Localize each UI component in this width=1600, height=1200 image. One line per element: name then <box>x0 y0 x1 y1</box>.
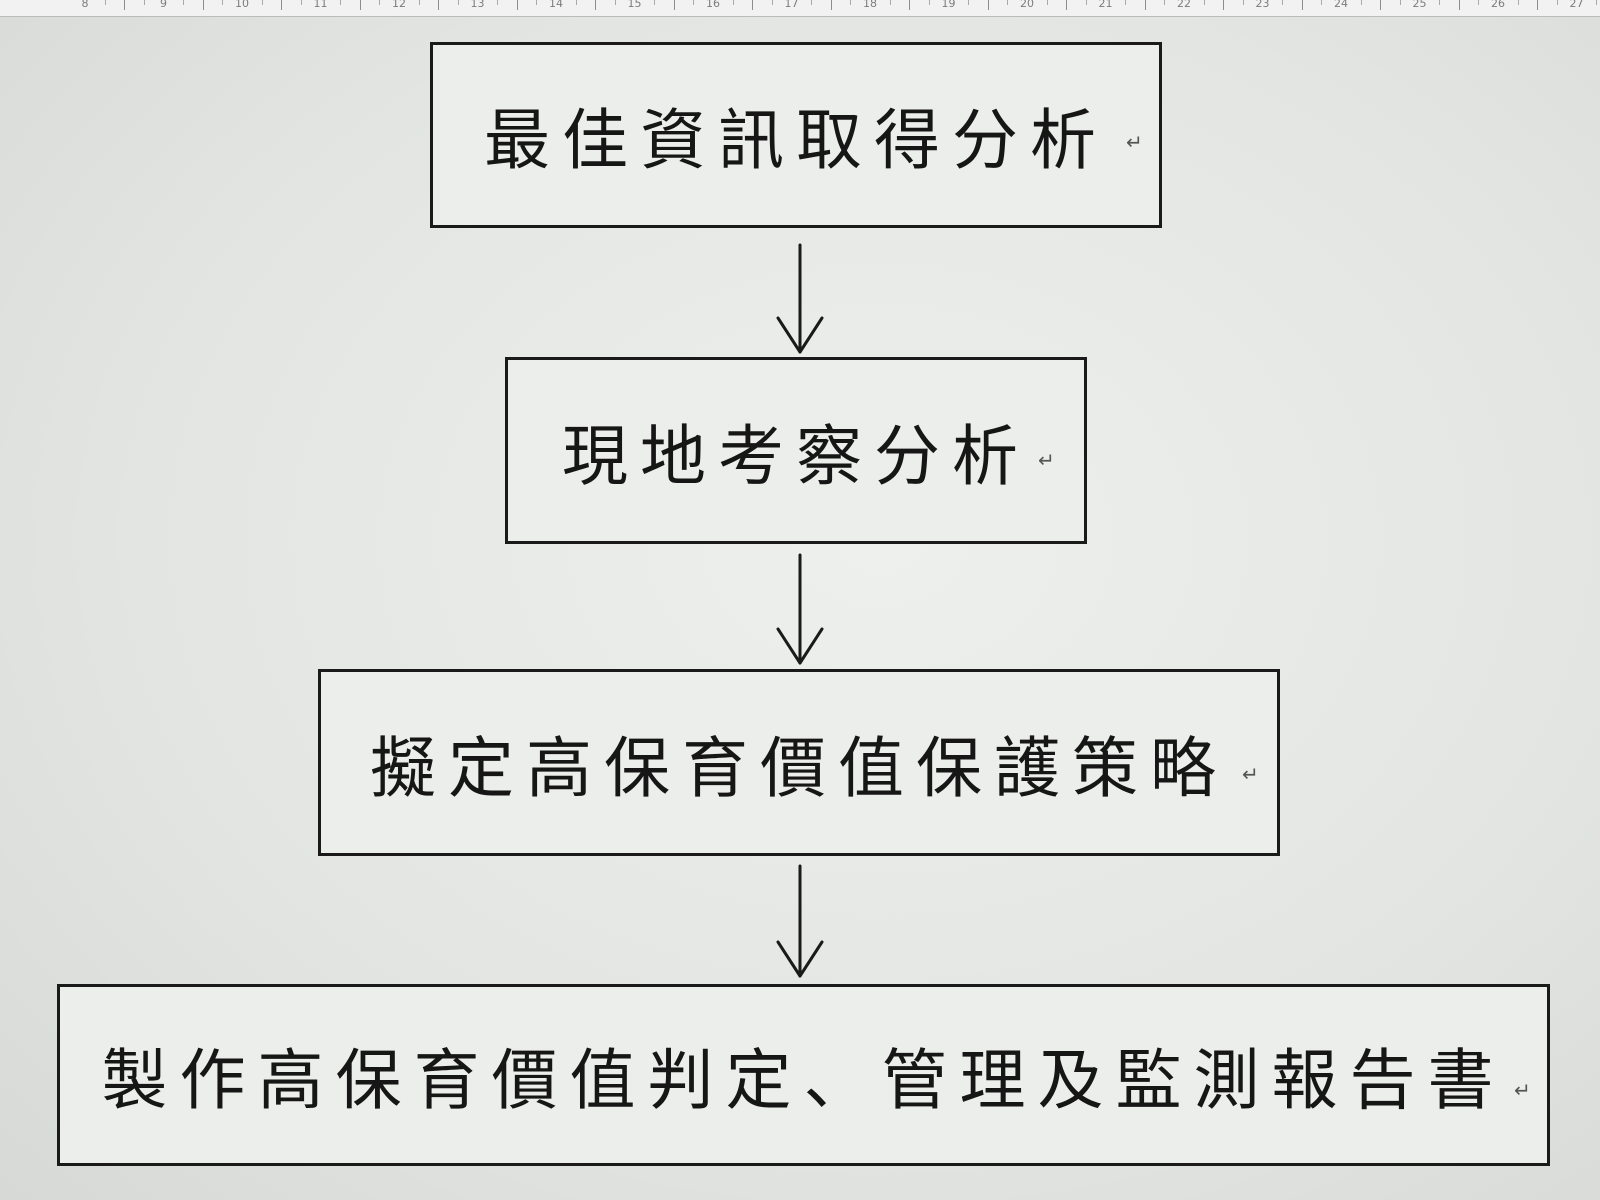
ruler-tick <box>1223 0 1225 10</box>
ruler-minor-tick <box>1046 0 1048 5</box>
arrow-step3-to-step4 <box>776 864 824 978</box>
ruler-minor-tick <box>732 0 734 5</box>
flow-step-3-label: 擬定高保育價值保護策略 <box>370 729 1228 807</box>
ruler-number: 14 <box>549 0 563 10</box>
ruler-number: 9 <box>160 0 167 10</box>
ruler-minor-tick <box>928 0 930 5</box>
ruler-tick <box>438 0 440 10</box>
ruler-minor-tick <box>850 0 852 5</box>
ruler-minor-tick <box>1360 0 1362 5</box>
ruler-tick <box>124 0 126 10</box>
ruler-minor-tick <box>811 0 813 5</box>
ruler-minor-tick <box>536 0 538 5</box>
ruler-number: 17 <box>784 0 799 10</box>
ruler-tick <box>1301 0 1303 10</box>
ruler-minor-tick <box>1125 0 1127 5</box>
ruler-tick <box>752 0 754 10</box>
ruler-number: 20 <box>1020 0 1034 10</box>
ruler-minor-tick <box>183 0 185 5</box>
ruler-tick <box>673 0 675 10</box>
ruler-number: 8 <box>81 0 89 10</box>
ruler-minor-tick <box>1203 0 1205 5</box>
flow-step-2-label: 現地考察分析 <box>562 417 1030 495</box>
ruler-number: 12 <box>392 0 406 10</box>
ruler-number: 18 <box>863 0 877 10</box>
arrow-step1-to-step2 <box>776 243 824 354</box>
ruler-minor-tick <box>1478 0 1480 5</box>
ruler-minor-tick <box>1399 0 1401 5</box>
ruler-number: 13 <box>470 0 485 10</box>
ruler-minor-tick <box>614 0 616 5</box>
paragraph-mark-icon: ↵ <box>1514 1078 1531 1102</box>
ruler-number: 19 <box>941 0 956 10</box>
ruler-number: 11 <box>313 0 328 10</box>
ruler-tick <box>909 0 911 10</box>
flow-step-1: 最佳資訊取得分析 <box>430 42 1162 228</box>
arrow-step2-to-step3 <box>776 553 824 665</box>
paragraph-mark-icon: ↵ <box>1126 130 1143 154</box>
ruler-number: 26 <box>1491 0 1505 10</box>
ruler-minor-tick <box>1321 0 1323 5</box>
paragraph-mark-icon: ↵ <box>1038 448 1055 472</box>
ruler-minor-tick <box>418 0 420 5</box>
ruler-minor-tick <box>654 0 656 5</box>
ruler-tick <box>516 0 518 10</box>
flow-step-4: 製作高保育價值判定、管理及監測報告書 <box>57 984 1550 1166</box>
ruler-tick <box>281 0 283 10</box>
ruler-number: 23 <box>1255 0 1270 10</box>
ruler-tick <box>1380 0 1382 10</box>
horizontal-ruler: 8 9 10 11 12 13 14 15 16 17 18 19 20 21 22 23 24 25 26 27 <box>0 0 1600 17</box>
flow-step-2: 現地考察分析 <box>505 357 1087 544</box>
ruler-minor-tick <box>1242 0 1244 5</box>
ruler-minor-tick <box>497 0 499 5</box>
ruler-minor-tick <box>771 0 773 5</box>
ruler-tick <box>987 0 989 10</box>
flow-step-3: 擬定高保育價值保護策略 <box>318 669 1280 856</box>
ruler-minor-tick <box>1085 0 1087 5</box>
ruler-minor-tick <box>1556 0 1558 5</box>
ruler-number: 16 <box>706 0 720 10</box>
ruler-minor-tick <box>968 0 970 5</box>
ruler-minor-tick <box>575 0 577 5</box>
ruler-minor-tick <box>300 0 302 5</box>
ruler-tick <box>830 0 832 10</box>
ruler-number: 25 <box>1412 0 1427 10</box>
ruler-minor-tick <box>1007 0 1009 5</box>
ruler-tick <box>1066 0 1068 10</box>
ruler-minor-tick <box>1517 0 1519 5</box>
flow-step-1-label: 最佳資訊取得分析 <box>484 102 1108 179</box>
ruler-tick <box>359 0 361 10</box>
ruler-minor-tick <box>1596 0 1598 5</box>
ruler-minor-tick <box>340 0 342 5</box>
ruler-tick <box>202 0 204 10</box>
ruler-minor-tick <box>889 0 891 5</box>
flow-step-4-label: 製作高保育價值判定、管理及監測報告書 <box>101 1042 1506 1119</box>
ruler-tick <box>595 0 597 10</box>
ruler-tick <box>1144 0 1146 10</box>
ruler-tick <box>1537 0 1539 10</box>
ruler-number: 10 <box>235 0 249 10</box>
ruler-tick <box>1458 0 1460 10</box>
ruler-minor-tick <box>222 0 224 5</box>
ruler-number: 22 <box>1177 0 1191 10</box>
ruler-number: 15 <box>627 0 642 10</box>
ruler-number: 24 <box>1334 0 1348 10</box>
ruler-minor-tick <box>1164 0 1166 5</box>
ruler-minor-tick <box>104 0 106 5</box>
ruler-number: 21 <box>1098 0 1113 10</box>
ruler-minor-tick <box>1439 0 1441 5</box>
ruler-number: 27 <box>1569 0 1584 10</box>
paragraph-mark-icon: ↵ <box>1242 762 1259 786</box>
ruler-minor-tick <box>261 0 263 5</box>
ruler-minor-tick <box>1282 0 1284 5</box>
ruler-minor-tick <box>379 0 381 5</box>
ruler-minor-tick <box>457 0 459 5</box>
ruler-minor-tick <box>143 0 145 5</box>
ruler-minor-tick <box>693 0 695 5</box>
